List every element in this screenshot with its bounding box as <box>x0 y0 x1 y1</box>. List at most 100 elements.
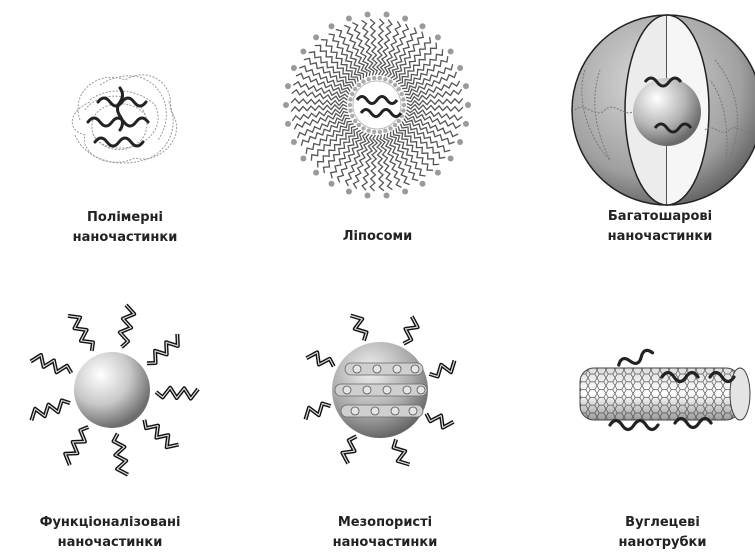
lipid-head <box>465 102 471 108</box>
lipid-head <box>361 126 365 130</box>
cargo-bead <box>363 386 371 394</box>
lipid-head <box>401 108 405 112</box>
lipid-head <box>329 23 335 29</box>
caption-line: Вуглецеві <box>570 513 755 533</box>
multilayer-nanoparticle-illustration <box>555 10 755 210</box>
lipid-head <box>300 156 306 162</box>
cargo-bead <box>353 365 361 373</box>
ligand-strand <box>65 427 88 465</box>
lipid-head <box>300 49 306 55</box>
ligand-strand <box>147 334 178 363</box>
caption-line: Багатошарові <box>565 207 755 227</box>
lipid-head <box>400 92 404 96</box>
lipid-head <box>291 65 297 71</box>
lipid-head <box>420 181 426 187</box>
ligand-strand <box>68 316 93 351</box>
carbon-nanotube-illustration <box>570 335 755 455</box>
lipid-head <box>383 129 387 133</box>
ligand-strand <box>68 316 93 351</box>
embedded-strands <box>88 88 148 146</box>
cargo-bead <box>351 407 359 415</box>
lipid-head <box>463 121 469 127</box>
lipid-head <box>393 123 397 127</box>
inner-core <box>633 78 701 146</box>
panel-mesoporous-nanoparticles: Мезопористі наночастинки <box>285 295 485 559</box>
polymeric-nanoparticle-illustration <box>40 40 210 190</box>
lipid-head <box>435 170 441 176</box>
panel-multilayer-nanoparticles: Багатошарові наночастинки <box>555 10 755 255</box>
ligand-strand <box>306 404 331 420</box>
cargo-bead <box>383 386 391 394</box>
caption-line: Полімерні <box>40 208 210 228</box>
lipid-head <box>357 123 361 127</box>
lipid-head <box>367 129 371 133</box>
ligand-strand <box>147 334 178 363</box>
liposome-illustration <box>285 5 470 205</box>
lipid-head <box>402 16 408 22</box>
caption-carbon-nanotubes: Вуглецеві нанотрубки <box>570 513 755 553</box>
caption-polymeric-nanoparticles: Полімерні наночастинки <box>40 208 210 248</box>
lipid-head <box>457 139 463 145</box>
lipid-head <box>348 108 352 112</box>
caption-line: наночастинки <box>285 533 485 553</box>
ligand-strand <box>156 388 198 399</box>
polymer-coil <box>72 75 176 163</box>
nanoparticle-core <box>74 352 150 428</box>
lipid-head <box>448 49 454 55</box>
caption-line: Ліпосоми <box>285 227 470 247</box>
lipid-head <box>285 121 291 127</box>
nanotube-body <box>580 368 750 420</box>
lipid-head <box>402 103 406 107</box>
lipid-head <box>457 65 463 71</box>
ligand-strand <box>351 316 367 341</box>
ligand-strand <box>144 420 178 447</box>
caption-mesoporous-nanoparticles: Мезопористі наночастинки <box>285 513 485 553</box>
lipid-head <box>402 189 408 195</box>
caption-functionalized-nanoparticles: Функціоналізовані наночастинки <box>0 513 220 553</box>
lipid-head <box>397 119 401 123</box>
lipid-head <box>378 130 382 134</box>
cargo-bead <box>411 365 419 373</box>
caption-line: Функціоналізовані <box>0 513 220 533</box>
lipid-head <box>365 12 371 18</box>
lipid-head <box>420 23 426 29</box>
lipid-head <box>388 126 392 130</box>
aqueous-core <box>353 81 401 129</box>
lipid-head <box>463 83 469 89</box>
caption-line: наночастинки <box>40 228 210 248</box>
lipid-head <box>350 92 354 96</box>
ligand-strand <box>144 420 178 447</box>
caption-line: Мезопористі <box>285 513 485 533</box>
cargo-bead <box>417 386 425 394</box>
caption-line: наночастинки <box>0 533 220 553</box>
lipid-head <box>313 170 319 176</box>
functionalized-nanoparticle-illustration <box>0 295 220 495</box>
caption-line: наночастинки <box>565 227 755 247</box>
lipid-head <box>348 97 352 101</box>
lipid-head <box>361 79 365 83</box>
cargo-bead <box>343 386 351 394</box>
cargo-bead <box>371 407 379 415</box>
lipid-head <box>372 130 376 134</box>
cargo-bead <box>391 407 399 415</box>
lipid-head <box>401 97 405 101</box>
lipid-head <box>285 83 291 89</box>
lipid-head <box>393 83 397 87</box>
lipid-head <box>350 114 354 118</box>
lipid-head <box>383 77 387 81</box>
lipid-head <box>384 193 390 199</box>
lipid-head <box>378 76 382 80</box>
lipid-head <box>346 189 352 195</box>
lipid-head <box>435 34 441 40</box>
cargo-bead <box>373 365 381 373</box>
panel-liposomes: Ліпосоми <box>285 5 470 250</box>
cargo-bead <box>393 365 401 373</box>
lipid-head <box>367 77 371 81</box>
cargo-bead <box>403 386 411 394</box>
ligand-strand <box>31 400 70 420</box>
caption-multilayer-nanoparticles: Багатошарові наночастинки <box>565 207 755 247</box>
lipid-head <box>372 76 376 80</box>
caption-liposomes: Ліпосоми <box>285 227 470 247</box>
lipid-head <box>353 87 357 91</box>
lipid-head <box>329 181 335 187</box>
